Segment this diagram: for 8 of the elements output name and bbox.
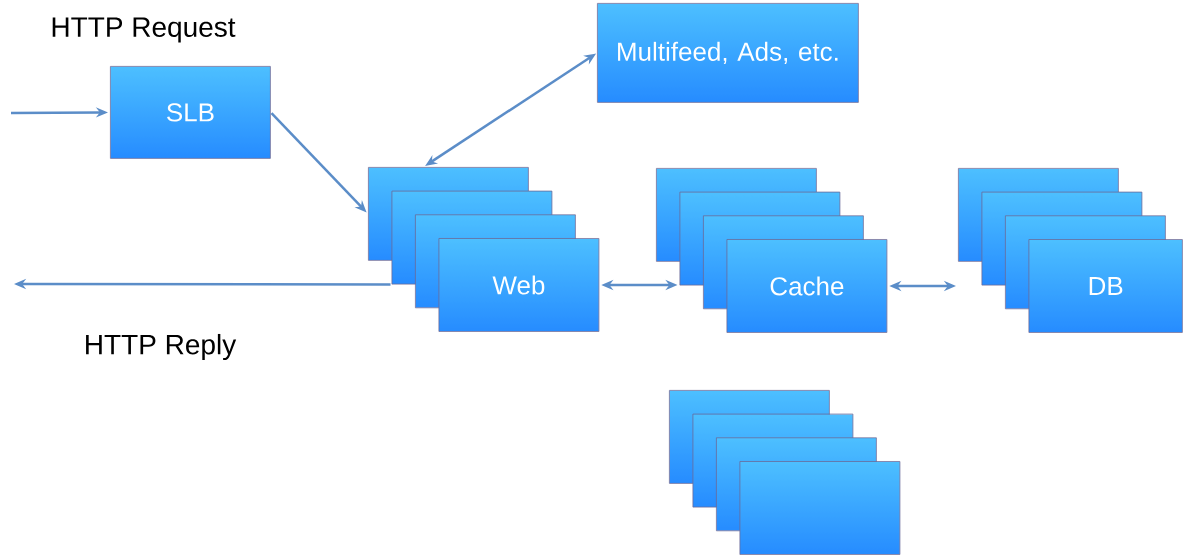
text-label: HTTP Request (52, 17, 236, 43)
process-box: Cache (726, 239, 888, 333)
process-box: DB (1028, 239, 1183, 333)
process-box: SLB (110, 66, 271, 159)
stacked-box (739, 461, 901, 555)
text-label: HTTP Reply (86, 333, 237, 361)
process-box: Web (438, 238, 600, 332)
process-box: Multifeed, Ads, etc. (597, 3, 859, 103)
